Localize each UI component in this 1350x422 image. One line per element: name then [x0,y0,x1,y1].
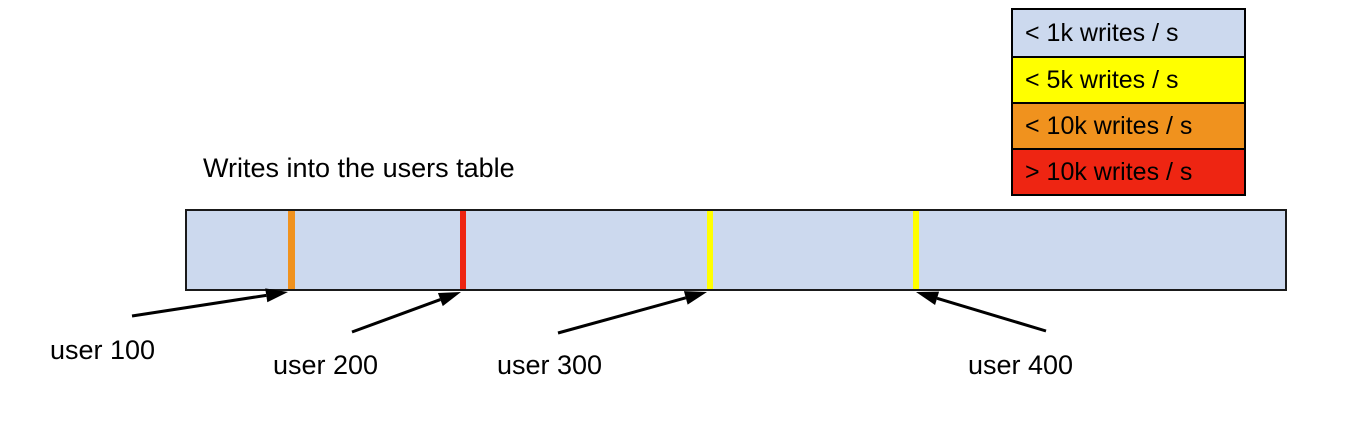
legend-row-label: > 10k writes / s [1025,157,1193,186]
callout-label-user-400: user 400 [968,350,1074,380]
legend-row-label: < 5k writes / s [1025,65,1179,94]
arrow-head-user-200 [437,292,461,307]
arrow-head-user-400 [916,291,940,306]
page-title: Writes into the users table [203,153,515,183]
user-100-marker [288,211,295,289]
arrow-shaft-user-300 [557,296,687,335]
arrow-shaft-user-100 [131,293,267,318]
user-300-marker [707,211,713,289]
callout-label-user-300: user 300 [497,350,603,380]
arrow-shaft-user-200 [351,298,441,334]
legend-row: < 5k writes / s [1013,56,1244,102]
legend: < 1k writes / s < 5k writes / s < 10k writ… [1011,8,1246,196]
users-table-bar [185,209,1287,291]
legend-row: < 1k writes / s [1013,10,1244,56]
user-200-marker [460,211,466,289]
legend-row-label: < 10k writes / s [1025,111,1193,140]
callout-label-user-200: user 200 [273,350,379,380]
legend-row: > 10k writes / s [1013,148,1244,194]
arrow-head-user-300 [683,291,707,305]
callout-label-user-100: user 100 [50,335,156,365]
arrow-shaft-user-400 [936,296,1047,333]
legend-row: < 10k writes / s [1013,102,1244,148]
legend-row-label: < 1k writes / s [1025,18,1179,47]
user-400-marker [913,211,919,289]
